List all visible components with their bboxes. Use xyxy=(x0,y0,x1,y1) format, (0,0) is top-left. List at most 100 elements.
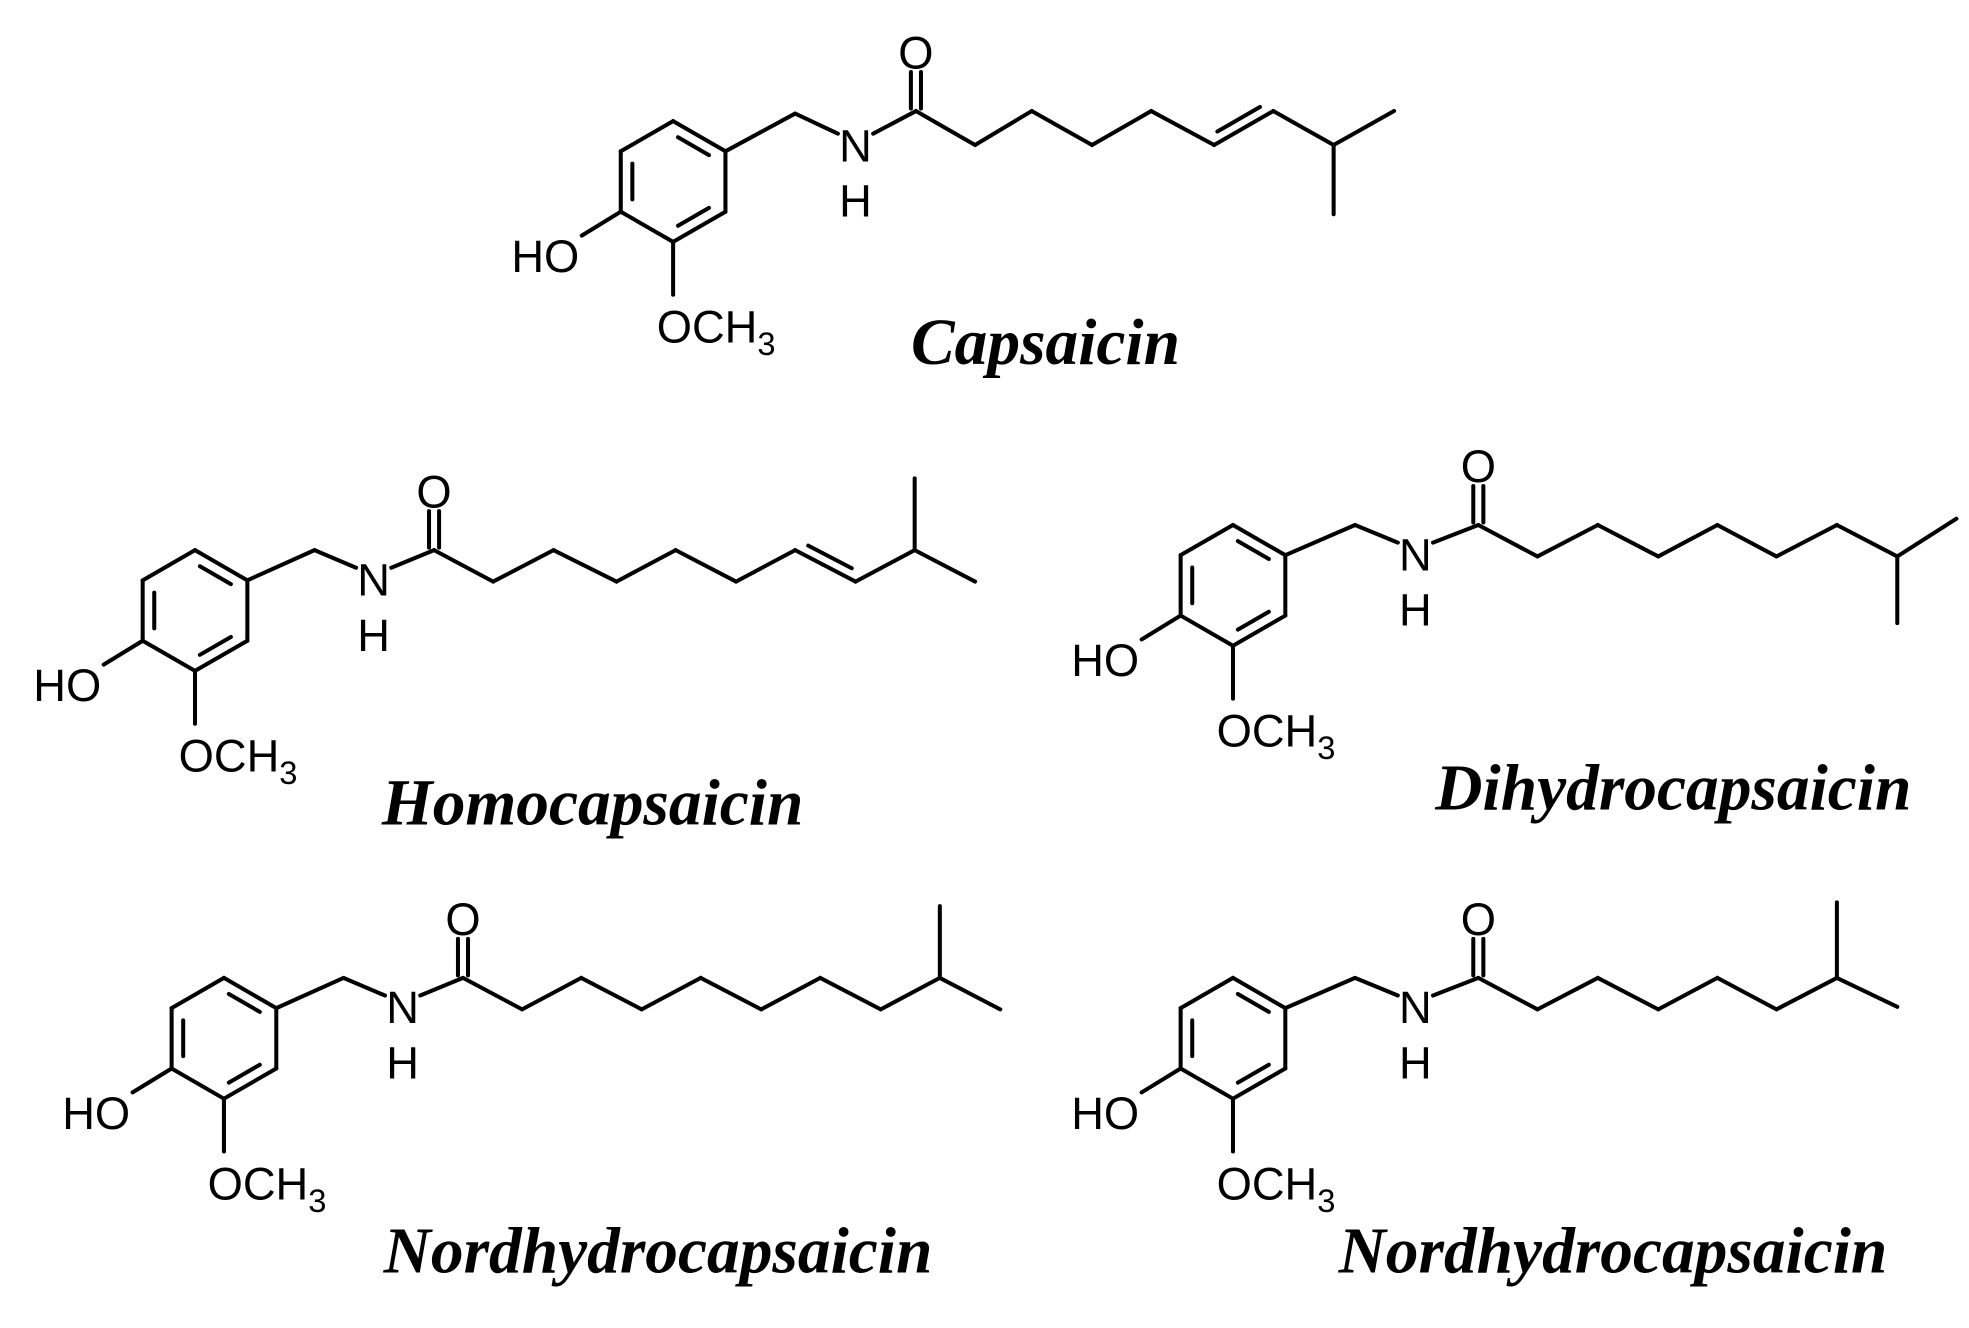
amide-nitrogen-label: N xyxy=(386,982,419,1033)
methoxy-label: OCH3 xyxy=(1217,705,1336,766)
hydroxyl-bond xyxy=(579,209,623,238)
methoxy-label-main: OCH xyxy=(208,1158,309,1209)
ring-double-bond xyxy=(226,1062,262,1085)
benzene-ring-bond xyxy=(140,638,198,673)
amide-nitrogen-bond xyxy=(1353,975,1400,998)
isopropyl-methyl-bond xyxy=(912,548,978,584)
ring-double-bond xyxy=(1235,539,1271,561)
compound-name: Homocapsaicin xyxy=(381,767,803,839)
amide-hydrogen-label: H xyxy=(1399,585,1432,636)
amide-hydrogen-label: H xyxy=(1399,1038,1432,1089)
benzene-ring-bond xyxy=(192,548,250,583)
amide-nitrogen-bond xyxy=(312,548,359,570)
amide-hydrogen-label: H xyxy=(386,1038,419,1089)
alkyl-chain-bond xyxy=(878,975,942,1012)
compound-name: Nordhydrocapsaicin xyxy=(383,1215,933,1287)
alkyl-chain-bond xyxy=(1029,109,1095,148)
alkyl-chain-bond xyxy=(520,975,584,1012)
methoxy-label: OCH3 xyxy=(179,731,298,792)
methoxy-label-main: OCH xyxy=(657,302,758,353)
amide-nitrogen-label: N xyxy=(839,120,872,171)
benzene-ring-bond xyxy=(221,975,279,1011)
alkyl-chain-bond xyxy=(973,109,1034,148)
ring-double-bond xyxy=(1235,1062,1271,1085)
amide-carbonyl-bond xyxy=(1431,975,1481,998)
alkyl-chain-bond xyxy=(1149,109,1217,148)
alkyl-chain-bond xyxy=(1090,109,1154,148)
benzylic-bond xyxy=(1283,522,1358,558)
benzylic-bond xyxy=(274,975,346,1011)
isopropyl-methyl-bond xyxy=(1331,109,1397,148)
alkene-double-bond xyxy=(806,543,854,571)
methoxy-label-subscript: 3 xyxy=(757,325,775,362)
amide-carbonyl-bond xyxy=(418,975,466,998)
compound-name: Capsaicin xyxy=(911,307,1180,379)
alkyl-chain-bond xyxy=(491,548,556,584)
methoxy-label-subscript: 3 xyxy=(279,754,297,791)
carbonyl-oxygen-label: O xyxy=(898,27,933,78)
ring-double-bond xyxy=(676,135,711,158)
methoxy-label: OCH3 xyxy=(1217,1158,1336,1219)
alkyl-chain-bond xyxy=(1715,522,1779,559)
ring-double-bond xyxy=(676,205,711,228)
carbonyl-oxygen-label: O xyxy=(445,894,480,945)
methoxy-label: OCH3 xyxy=(208,1158,327,1219)
amide-nitrogen-bond xyxy=(1353,522,1400,545)
ring-double-bond xyxy=(226,991,262,1014)
amide-nitrogen-label: N xyxy=(1399,529,1432,580)
hydroxyl-label: HO xyxy=(1071,635,1139,686)
amide-hydrogen-label: H xyxy=(357,610,390,661)
alkyl-chain-bond xyxy=(1476,522,1540,559)
benzene-ring-bond xyxy=(169,975,226,1011)
hydroxyl-bond xyxy=(1139,613,1183,642)
carbonyl-oxygen-label: O xyxy=(1461,894,1496,945)
benzylic-bond xyxy=(245,548,317,583)
benzene-ring-bond xyxy=(671,209,728,244)
hydroxyl-label: HO xyxy=(511,231,579,282)
carbonyl-oxygen-label: O xyxy=(1461,441,1496,492)
hydroxyl-bond xyxy=(1139,1066,1183,1095)
benzene-ring-bond xyxy=(169,1066,226,1101)
hydroxyl-bond xyxy=(101,638,145,667)
benzene-ring-bond xyxy=(140,548,198,583)
alkyl-chain-bond xyxy=(1834,522,1900,559)
alkyl-chain-bond xyxy=(793,548,858,584)
alkyl-chain-bond xyxy=(1715,975,1779,1012)
ring-double-bond xyxy=(197,564,233,587)
alkyl-chain-bond xyxy=(1212,109,1276,148)
benzene-ring-bond xyxy=(1178,613,1235,648)
alkyl-chain-bond xyxy=(673,548,739,584)
benzene-ring-bond xyxy=(1230,613,1288,648)
ring-double-bond xyxy=(1235,609,1271,632)
alkyl-chain-bond xyxy=(913,109,978,148)
benzene-ring-bond xyxy=(192,638,250,673)
alkyl-chain-bond xyxy=(1271,109,1336,148)
amide-carbonyl-bond xyxy=(871,109,918,136)
alkyl-chain-bond xyxy=(614,548,678,584)
methoxy-label-main: OCH xyxy=(1217,705,1318,756)
ring-double-bond xyxy=(197,634,233,657)
benzene-ring-bond xyxy=(618,209,676,244)
methoxy-label-subscript: 3 xyxy=(308,1182,326,1219)
hydroxyl-label: HO xyxy=(1071,1088,1139,1139)
isopropyl-methyl-bond xyxy=(937,975,1003,1012)
isopropyl-methyl-bond xyxy=(1895,516,1959,559)
alkyl-chain-bond xyxy=(1476,975,1540,1012)
alkyl-chain-bond xyxy=(818,975,883,1012)
amide-nitrogen-label: N xyxy=(357,554,390,605)
benzene-ring-bond xyxy=(1178,1066,1235,1101)
alkyl-chain-bond xyxy=(734,548,798,584)
isopropyl-methyl-bond xyxy=(1834,975,1900,1009)
alkyl-chain-bond xyxy=(698,975,764,1012)
benzylic-bond xyxy=(723,111,798,154)
benzene-ring-bond xyxy=(1230,1066,1288,1101)
ring-double-bond xyxy=(1235,991,1271,1014)
alkyl-chain-bond xyxy=(639,975,703,1012)
compound-name: Nordhydrocapsaicin xyxy=(1338,1215,1888,1287)
alkene-double-bond xyxy=(1215,105,1262,134)
benzene-ring-bond xyxy=(618,119,676,154)
benzene-ring-bond xyxy=(1230,975,1288,1011)
hydroxyl-label: HO xyxy=(33,660,101,711)
